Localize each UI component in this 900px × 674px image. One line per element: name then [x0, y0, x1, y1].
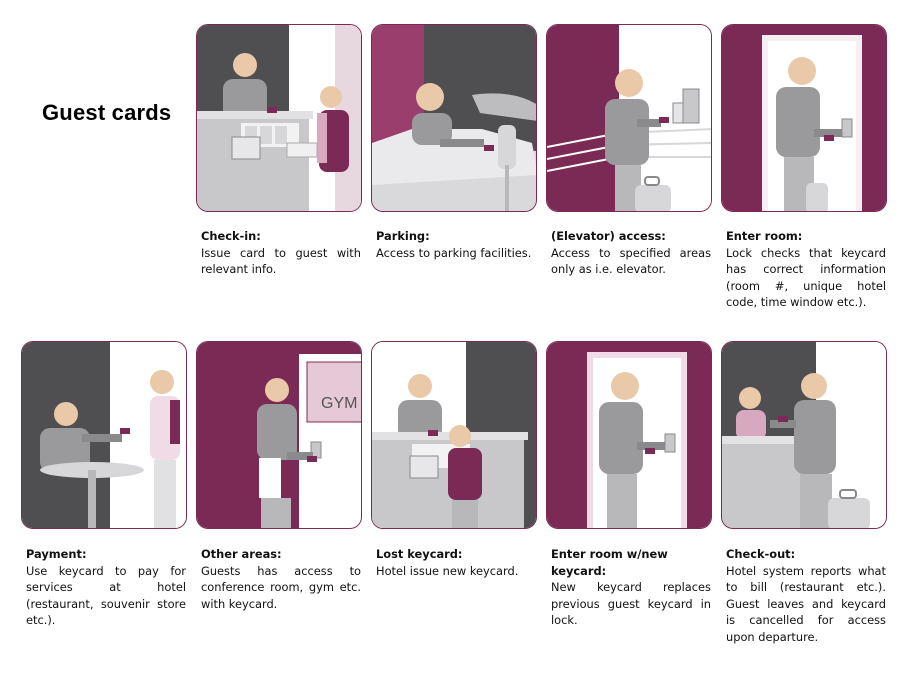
- keycard-icon: [484, 145, 494, 151]
- lock-icon: [841, 118, 853, 138]
- caption-lost-keycard: Lost keycard: Hotel issue new keycard.: [376, 546, 536, 579]
- keycard-icon: [267, 107, 277, 113]
- guest-body: [40, 428, 90, 472]
- panel-lost-keycard: [371, 341, 537, 529]
- caption-enter-room: Enter room: Lock checks that keycard has…: [726, 228, 886, 311]
- keycard-icon: [428, 430, 438, 436]
- receptionist-body: [223, 79, 267, 119]
- lock-icon: [664, 433, 676, 453]
- receptionist-head: [408, 374, 432, 398]
- caption-text: Issue card to guest with relevant info.: [201, 245, 361, 277]
- guest-head: [611, 372, 639, 400]
- suitcase-icon: [806, 183, 828, 211]
- caption-text: New keycard replaces previous guest keyc…: [551, 580, 711, 628]
- caption-text: Hotel issue new keycard.: [376, 563, 519, 578]
- caption-text: Hotel system reports what to bill (resta…: [726, 563, 886, 644]
- caption-title: Parking:: [376, 229, 430, 243]
- page-title: Guest cards: [42, 100, 172, 125]
- caption-payment: Payment: Use keycard to pay for services…: [26, 546, 186, 629]
- panel-payment: [21, 341, 187, 529]
- panel-other-areas: GYM: [196, 341, 362, 529]
- caption-other-areas: Other areas: Guests has access to confer…: [201, 546, 361, 612]
- guest-head: [449, 425, 471, 447]
- panel-parking: [371, 24, 537, 212]
- guest-body: [776, 87, 820, 157]
- guest-head: [265, 378, 289, 402]
- panel-enter-room-new-keycard: [546, 341, 712, 529]
- caption-check-out: Check-out: Hotel system reports what to …: [726, 546, 886, 646]
- caption-text: Access to specified areas only as i.e. e…: [551, 245, 711, 277]
- caption-title: Lost keycard:: [376, 547, 463, 561]
- guest-body: [257, 404, 297, 460]
- guest-head: [54, 402, 78, 426]
- card-reader-icon: [498, 125, 516, 169]
- suitcase-icon: [635, 185, 671, 211]
- guest-body: [599, 402, 643, 474]
- receptionist-body: [736, 410, 766, 440]
- guest-body: [605, 99, 649, 165]
- car-icon: [372, 129, 536, 185]
- keycard-icon: [120, 428, 130, 434]
- keycard-icon: [645, 448, 655, 454]
- guest-head: [320, 86, 342, 108]
- receptionist-head: [233, 53, 257, 77]
- guest-head: [801, 373, 827, 399]
- caption-title: Enter room w/new keycard:: [551, 547, 668, 578]
- caption-text: Guests has access to conference room, gy…: [201, 563, 361, 611]
- keycard-icon: [307, 456, 317, 462]
- keycard-icon: [778, 416, 788, 422]
- guest-head: [615, 69, 643, 97]
- receptionist-head: [739, 387, 761, 409]
- caption-elevator: (Elevator) access: Access to specified a…: [551, 228, 711, 278]
- caption-title: Other areas:: [201, 547, 282, 561]
- caption-title: (Elevator) access:: [551, 229, 666, 243]
- guest-head: [788, 57, 816, 85]
- caption-title: Check-out:: [726, 547, 796, 561]
- caption-text: Access to parking facilities.: [376, 245, 532, 260]
- caption-text: Lock checks that keycard has correct inf…: [726, 245, 886, 310]
- keycard-icon: [659, 117, 669, 123]
- panel-enter-room: [721, 24, 887, 212]
- waiter-head: [150, 370, 174, 394]
- elevator-panel-icon: [682, 88, 700, 124]
- caption-title: Check-in:: [201, 229, 261, 243]
- guest-body: [448, 448, 482, 500]
- suitcase-icon: [828, 498, 870, 528]
- keycard-icon: [824, 135, 834, 141]
- caption-check-in: Check-in: Issue card to guest with relev…: [201, 228, 361, 278]
- panel-check-in: [196, 24, 362, 212]
- caption-enter-room-new-keycard: Enter room w/new keycard: New keycard re…: [551, 546, 711, 629]
- guest-body: [794, 400, 836, 474]
- gym-sign: GYM: [321, 395, 357, 412]
- panel-check-out: [721, 341, 887, 529]
- panel-elevator: [546, 24, 712, 212]
- caption-title: Payment:: [26, 547, 87, 561]
- driver-body: [412, 113, 452, 145]
- driver-head: [416, 83, 444, 111]
- caption-text: Use keycard to pay for services at hotel…: [26, 563, 186, 628]
- caption-title: Enter room:: [726, 229, 803, 243]
- caption-parking: Parking: Access to parking facilities.: [376, 228, 536, 261]
